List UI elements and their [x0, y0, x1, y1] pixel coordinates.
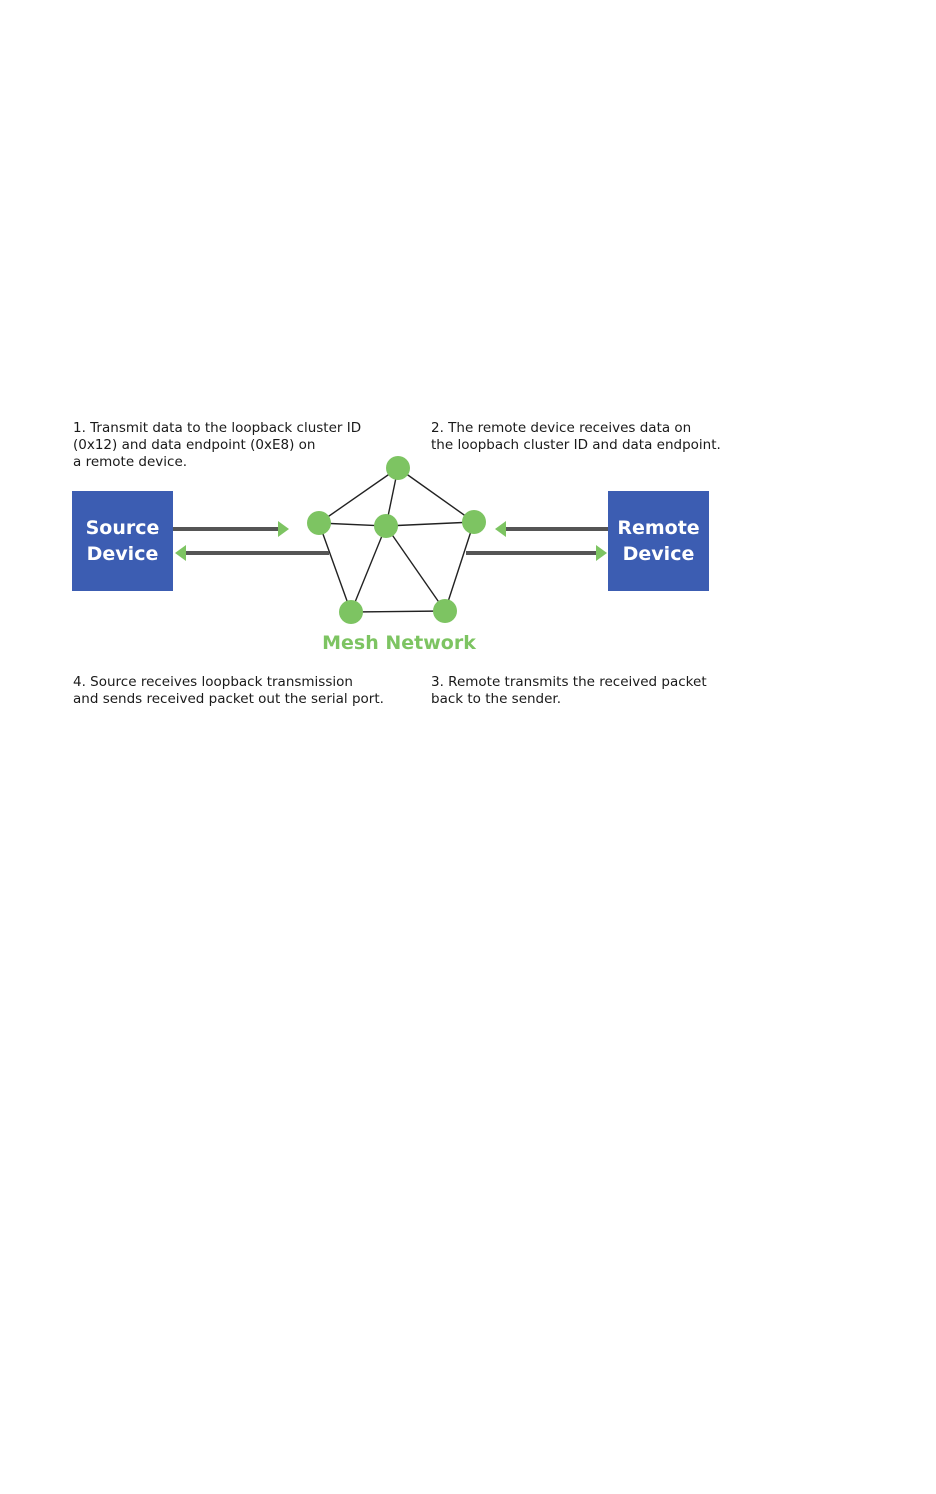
arrow-mesh-to-remote-head — [596, 545, 607, 561]
mesh-links — [318, 467, 475, 613]
mesh-node-top — [386, 456, 410, 480]
mesh-link-bottom-left-bottom-right — [350, 610, 446, 613]
step-2-text: 2. The remote device receives data on th… — [431, 420, 721, 454]
remote-device-label: Remote — [617, 517, 700, 539]
source-device-label: Source — [85, 517, 160, 539]
arrow-remote-to-mesh-head — [495, 521, 506, 537]
mesh-node-center — [374, 514, 398, 538]
source-device-label: Device — [86, 543, 159, 565]
arrow-source-to-mesh-head — [278, 521, 289, 537]
step-1-line: (0x12) and data endpoint (0xE8) on — [73, 437, 316, 453]
step-1-line: 1. Transmit data to the loopback cluster… — [73, 420, 362, 436]
mesh-link-center-bottom-left — [350, 525, 387, 613]
step-4-text: 4. Source receives loopback transmission… — [73, 674, 384, 708]
source-device-box: Source Device — [72, 491, 173, 591]
mesh-node-bottom-right — [433, 599, 457, 623]
mesh-link-top-left — [318, 467, 399, 524]
step-1-line: a remote device. — [73, 454, 188, 470]
step-3-line: back to the sender. — [431, 691, 562, 707]
step-1-text: 1. Transmit data to the loopback cluster… — [73, 420, 361, 471]
remote-device-label: Device — [622, 543, 695, 565]
arrow-mesh-to-source-head — [175, 545, 186, 561]
step-3-line: 3. Remote transmits the received packet — [431, 674, 707, 690]
step-4-line: 4. Source receives loopback transmission — [73, 674, 353, 690]
mesh-node-left — [307, 511, 331, 535]
mesh-link-left-bottom-left — [318, 522, 352, 613]
step-4-line: and sends received packet out the serial… — [73, 691, 384, 707]
remote-device-box: Remote Device — [608, 491, 709, 591]
mesh-node-right — [462, 510, 486, 534]
step-3-text: 3. Remote transmits the received packet … — [431, 674, 707, 708]
mesh-nodes — [307, 456, 486, 624]
mesh-link-center-right — [385, 521, 475, 527]
step-2-line: 2. The remote device receives data on — [431, 420, 692, 436]
arrows — [173, 521, 608, 561]
mesh-link-right-bottom-right — [444, 521, 475, 612]
step-2-line: the loopbach cluster ID and data endpoin… — [431, 437, 721, 453]
mesh-node-bottom-left — [339, 600, 363, 624]
mesh-link-top-right — [397, 467, 475, 523]
mesh-link-center-bottom-right — [385, 525, 446, 612]
mesh-network-label: Mesh Network — [322, 632, 476, 654]
